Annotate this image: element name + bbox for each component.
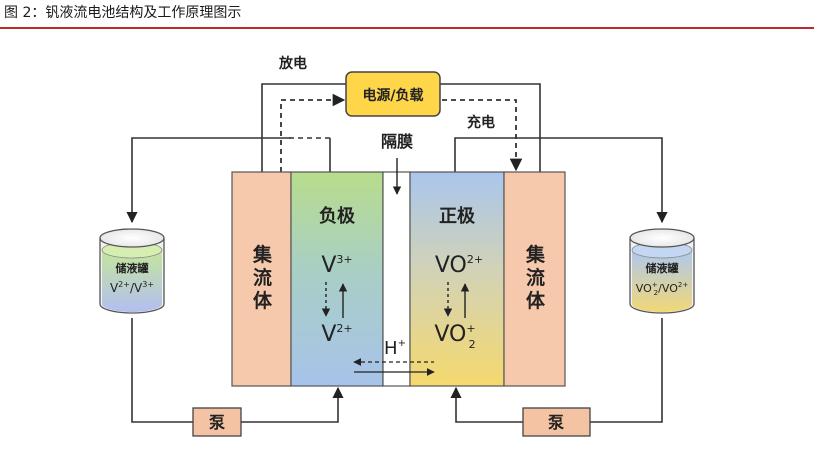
right-storage-tank bbox=[629, 228, 695, 314]
left-tank-label: 储液罐 bbox=[116, 261, 149, 275]
discharge-path bbox=[280, 93, 346, 172]
left-collector-label: 集流体 bbox=[250, 243, 273, 313]
right-pump-to-cell bbox=[450, 386, 523, 423]
right-tank-to-pump bbox=[590, 318, 663, 423]
circuit-wire-left bbox=[261, 83, 346, 172]
species-v3plus: V3+ bbox=[321, 253, 352, 278]
left-tank-to-pump bbox=[131, 318, 193, 423]
negative-electrode-label: 负极 bbox=[319, 205, 356, 227]
left-pump bbox=[192, 407, 242, 437]
positive-electrode bbox=[409, 171, 505, 387]
membrane-label: 隔膜 bbox=[381, 132, 413, 151]
current-paths bbox=[280, 93, 523, 172]
charge-label: 充电 bbox=[467, 114, 495, 131]
left-pump-label: 泵 bbox=[208, 413, 225, 432]
right-tank-label: 储液罐 bbox=[646, 261, 679, 275]
species-vo2plus: VO2+ bbox=[435, 253, 483, 278]
title-rule bbox=[0, 27, 814, 29]
species-v2plus: V2+ bbox=[321, 322, 352, 347]
circuit-wire-right bbox=[440, 83, 541, 172]
right-pump-label: 泵 bbox=[547, 413, 564, 432]
left-return-wire bbox=[126, 137, 291, 224]
flow-loop-wires bbox=[126, 137, 668, 423]
external-circuit bbox=[261, 83, 541, 172]
power-load-label: 电源/负载 bbox=[362, 87, 423, 104]
proton-label: H+ bbox=[384, 338, 406, 359]
left-storage-tank bbox=[99, 228, 165, 314]
left-current-collector bbox=[231, 171, 292, 387]
left-pump-to-cell bbox=[241, 386, 344, 423]
charge-path bbox=[442, 99, 523, 172]
species-vo2-plus: VO+2 bbox=[434, 322, 475, 351]
right-tank-species: VO+2/VO2+ bbox=[636, 281, 689, 297]
right-pump bbox=[522, 407, 591, 437]
right-return-wire bbox=[517, 137, 668, 224]
power-load-box bbox=[345, 71, 441, 117]
pos-electrode-wire bbox=[454, 137, 517, 172]
discharge-label: 放电 bbox=[278, 55, 307, 72]
right-current-collector bbox=[503, 171, 566, 387]
positive-electrode-label: 正极 bbox=[439, 206, 476, 227]
right-collector-label: 集流体 bbox=[523, 243, 546, 313]
figure-title: 图 2：钒液流电池结构及工作原理图示 bbox=[4, 5, 242, 21]
negative-electrode bbox=[290, 171, 384, 387]
left-tank-species: V2+/V3+ bbox=[110, 280, 154, 295]
